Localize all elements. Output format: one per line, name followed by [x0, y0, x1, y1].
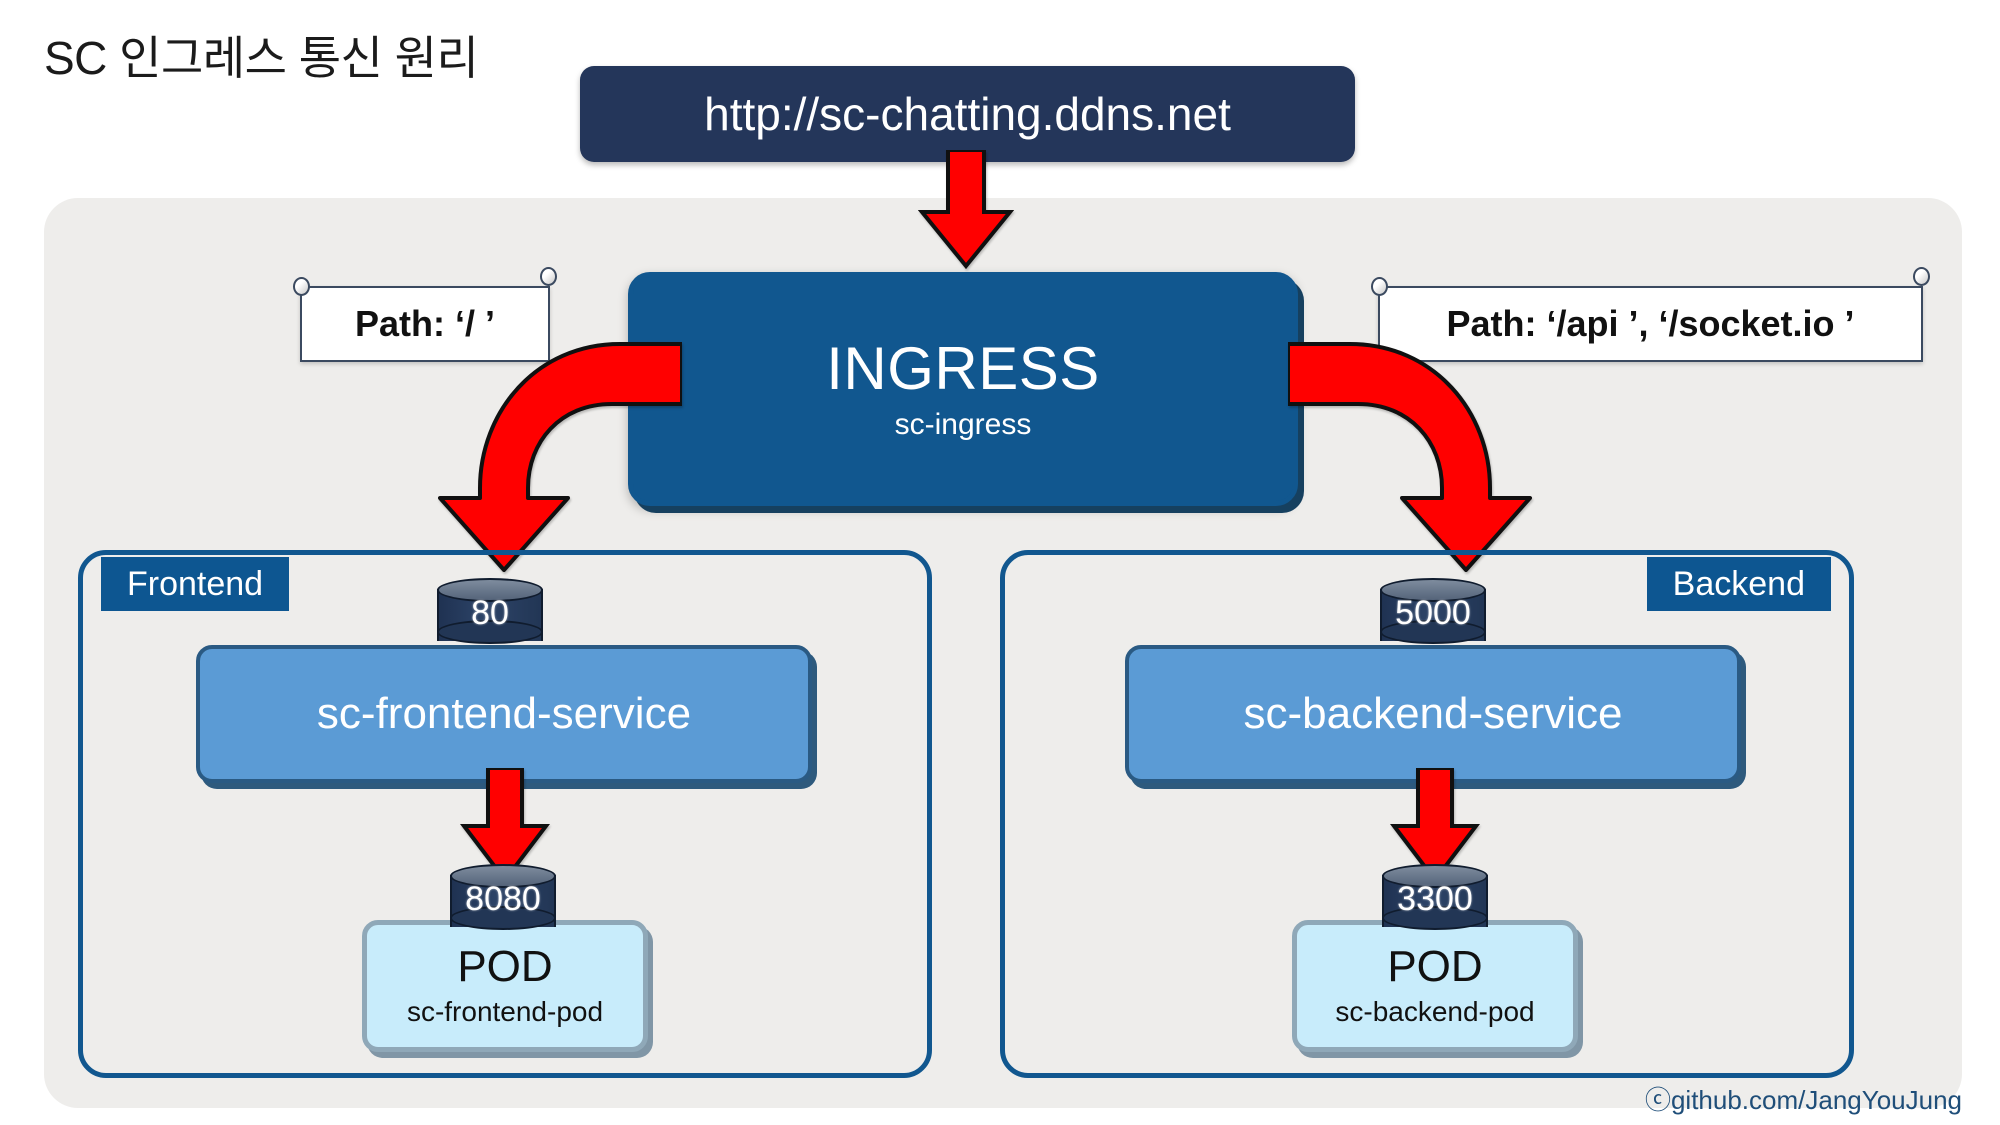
backend-tag: Backend [1646, 557, 1831, 611]
port-cylinder-icon: 3300 [1382, 864, 1488, 932]
path-label-right-text: Path: ‘/api ’, ‘/socket.io ’ [1446, 303, 1855, 344]
port-bottom [1382, 906, 1488, 930]
page-title: SC 인그레스 통신 원리 [44, 32, 479, 84]
url-box: http://sc-chatting.ddns.net [580, 66, 1355, 162]
ingress-box: INGRESS sc-ingress [628, 272, 1298, 506]
path-label-left-text: Path: ‘/ ’ [354, 303, 495, 344]
backend-tag-label: Backend [1672, 564, 1805, 603]
port-bottom [437, 620, 543, 644]
backend-service-port-number: 5000 [1395, 594, 1471, 632]
url-text: http://sc-chatting.ddns.net [704, 88, 1231, 140]
path-label-left: Path: ‘/ ’ [293, 267, 557, 382]
scroll-curl-topleft-icon [293, 277, 310, 296]
backend-service-box: sc-backend-service [1125, 645, 1741, 783]
backend-pod-name: sc-backend-pod [1335, 995, 1535, 1027]
frontend-pod-port-number: 8080 [465, 880, 541, 918]
arrow-url-to-ingress [918, 150, 1014, 270]
frontend-container: Frontend [78, 550, 932, 1078]
frontend-pod-name: sc-frontend-pod [406, 995, 604, 1027]
scroll-curl-topleft-icon [1371, 277, 1388, 296]
path-label-right: Path: ‘/api ’, ‘/socket.io ’ [1371, 267, 1930, 382]
curved-arrow-to-frontend-icon [438, 342, 682, 572]
arrow-backend-service-to-pod [1390, 768, 1480, 884]
backend-service-name: sc-backend-service [1243, 689, 1623, 738]
frontend-pod-title: POD [457, 941, 553, 991]
backend-pod-box: POD sc-backend-pod [1292, 920, 1578, 1052]
arrow-frontend-service-to-pod [460, 768, 550, 884]
backend-pod-port-number: 3300 [1397, 880, 1473, 918]
frontend-service-name: sc-frontend-service [316, 689, 692, 738]
frontend-tag-label: Frontend [127, 564, 264, 603]
frontend-service-port-number: 80 [471, 594, 509, 632]
port-cylinder-icon: 80 [437, 578, 543, 646]
port-top [437, 578, 543, 602]
port-bottom [450, 906, 556, 930]
frontend-tag: Frontend [101, 557, 290, 611]
port-bottom [1380, 620, 1486, 644]
footer-credit: ⓒgithub.com/JangYouJung [1644, 1085, 1962, 1115]
port-cylinder-icon: 5000 [1380, 578, 1486, 646]
ingress-name: sc-ingress [894, 407, 1032, 441]
backend-pod-title: POD [1387, 941, 1483, 991]
scroll-curl-topright-icon [1913, 267, 1930, 286]
port-top [450, 864, 556, 888]
frontend-pod-box: POD sc-frontend-pod [362, 920, 648, 1052]
scroll-curl-topright-icon [540, 267, 557, 286]
backend-container: Backend [1000, 550, 1854, 1078]
port-top [1380, 578, 1486, 602]
port-cylinder-icon: 8080 [450, 864, 556, 932]
ingress-title: INGRESS [826, 334, 1100, 402]
frontend-service-box: sc-frontend-service [196, 645, 812, 783]
curved-arrow-to-backend-icon [1288, 342, 1532, 572]
port-top [1382, 864, 1488, 888]
